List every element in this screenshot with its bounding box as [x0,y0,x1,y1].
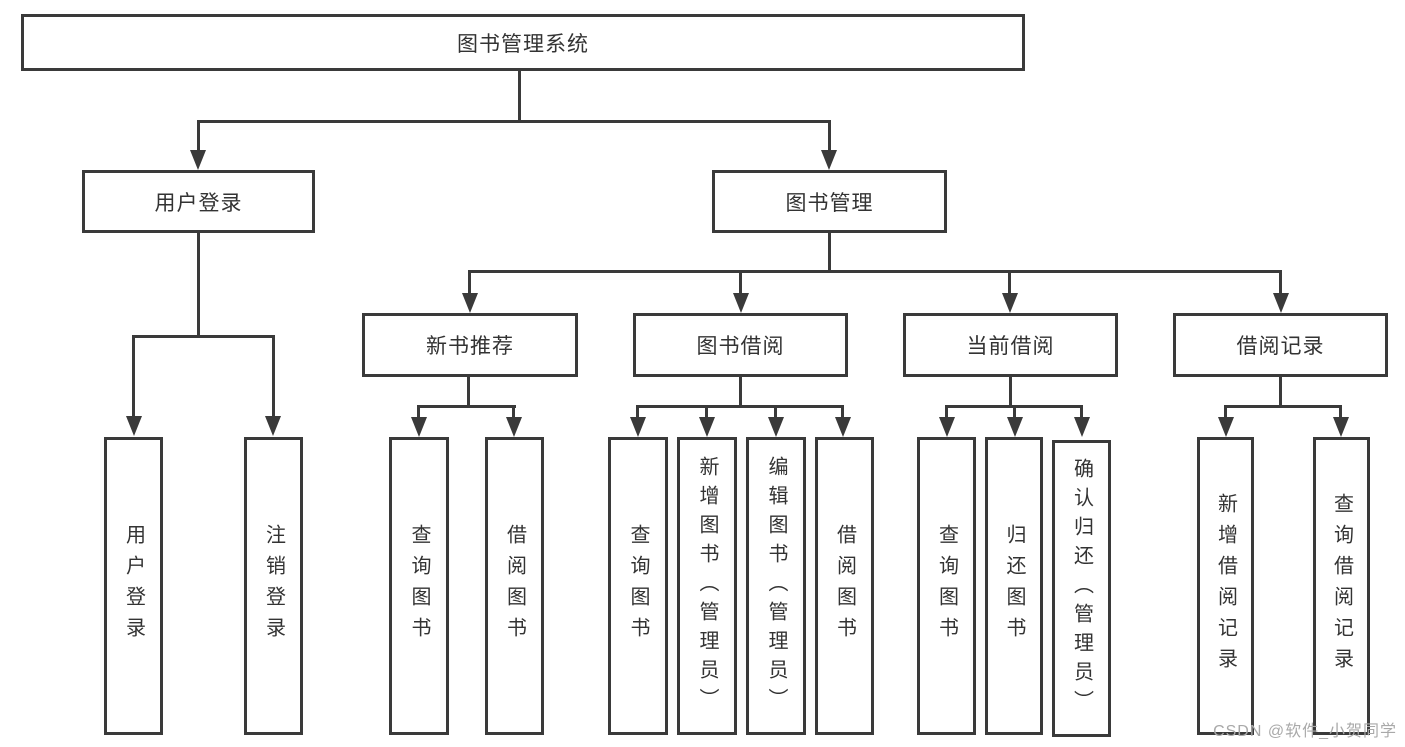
connector-stem-l3 [739,270,742,295]
node-label: 图书管理系统 [457,32,589,56]
arrow-down-icon [939,417,955,437]
leaf-bb-query-books: 查询图书 [608,437,668,735]
arrow-down-icon [835,417,851,437]
connector-stem-leaf [1339,405,1342,419]
arrow-down-icon [1074,417,1090,437]
node-label: 用户登录 [122,524,145,648]
connector-stem-leaf [705,405,708,419]
arrow-down-icon [821,150,837,170]
connector-nbr-drop [467,377,470,408]
arrow-down-icon [1218,417,1234,437]
node-label: 借阅图书 [503,524,526,648]
leaf-cb-return-books: 归还图书 [985,437,1043,735]
connector-book-mgmt-drop [828,233,831,273]
connector-root-drop [518,71,521,122]
connector-stem-leaf [636,405,639,419]
leaf-logout: 注销登录 [244,437,303,735]
connector-user-login-drop [197,233,200,338]
node-label: 新增图书（管理员） [696,455,718,717]
node-label: 查询图书 [627,524,649,648]
arrow-down-icon [411,417,427,437]
connector-bb-hbar [636,405,844,408]
connector-stem-leaf [272,335,275,417]
connector-stem-leaf [132,335,135,417]
connector-stem-leaf [945,405,948,419]
leaf-cb-query-books: 查询图书 [917,437,976,735]
leaf-bb-edit-books-admin: 编辑图书（管理员） [746,437,806,735]
node-label: 图书管理 [785,191,874,215]
arrow-down-icon [1002,293,1018,313]
connector-stem-leaf [841,405,844,419]
node-label: 借阅图书 [833,524,856,648]
node-label: 图书借阅 [696,335,785,358]
arrow-down-icon [1333,417,1349,437]
arrow-down-icon [1007,417,1023,437]
node-label: 借阅记录 [1236,335,1325,358]
connector-stem-book-mgmt [828,120,831,151]
leaf-br-add-record: 新增借阅记录 [1197,437,1254,735]
leaf-cb-confirm-return-admin: 确认归还（管理员） [1052,440,1111,737]
connector-nbr-hbar [417,405,516,408]
node-label: 查询借阅记录 [1330,493,1353,679]
arrow-down-icon [699,417,715,437]
connector-book-mgmt-hbar [468,270,1282,273]
connector-root-hbar [197,120,831,123]
node-label: 确认归还（管理员） [1070,458,1093,719]
node-user-login: 用户登录 [82,170,315,233]
arrow-down-icon [506,417,522,437]
leaf-br-query-record: 查询借阅记录 [1313,437,1370,735]
connector-stem-l3 [468,270,471,295]
node-book-borrow: 图书借阅 [633,313,848,377]
node-label: 新书推荐 [426,335,514,358]
node-new-book-recommend: 新书推荐 [362,313,578,377]
arrow-down-icon [462,293,478,313]
leaf-bb-borrow-books: 借阅图书 [815,437,874,735]
leaf-bb-add-books-admin: 新增图书（管理员） [677,437,737,735]
arrow-down-icon [630,417,646,437]
arrow-down-icon [1273,293,1289,313]
connector-stem-leaf [1224,405,1227,419]
connector-stem-leaf [1080,405,1083,419]
node-label: 用户登录 [154,191,243,215]
node-book-management: 图书管理 [712,170,947,233]
connector-stem-leaf [417,405,420,419]
node-label: 编辑图书（管理员） [765,455,787,717]
connector-stem-l3 [1279,270,1282,295]
node-label: 注销登录 [262,524,285,648]
leaf-user-login: 用户登录 [104,437,163,735]
node-label: 查询图书 [935,524,958,648]
node-label: 归还图书 [1003,524,1025,648]
connector-stem-user-login [197,120,200,151]
connector-br-hbar [1224,405,1342,408]
node-label: 新增借阅记录 [1214,493,1237,679]
arrow-down-icon [733,293,749,313]
connector-stem-leaf [512,405,515,419]
csdn-watermark: CSDN @软件_小贺同学 [1213,723,1397,740]
connector-stem-leaf [1013,405,1016,419]
connector-stem-l3 [1008,270,1011,295]
node-label: 查询图书 [408,524,430,648]
connector-bb-drop [739,377,742,408]
arrow-down-icon [265,416,281,436]
arrow-down-icon [768,417,784,437]
arrow-down-icon [190,150,206,170]
arrow-down-icon [126,416,142,436]
connector-user-login-hbar [132,335,275,338]
connector-cb-drop [1009,377,1012,408]
node-borrow-records: 借阅记录 [1173,313,1388,377]
leaf-nbr-query-books: 查询图书 [389,437,449,735]
node-current-borrow: 当前借阅 [903,313,1118,377]
node-label: 当前借阅 [966,335,1055,358]
connector-br-drop [1279,377,1282,408]
leaf-nbr-borrow-books: 借阅图书 [485,437,544,735]
node-root-library-system: 图书管理系统 [21,14,1025,71]
connector-stem-leaf [774,405,777,419]
